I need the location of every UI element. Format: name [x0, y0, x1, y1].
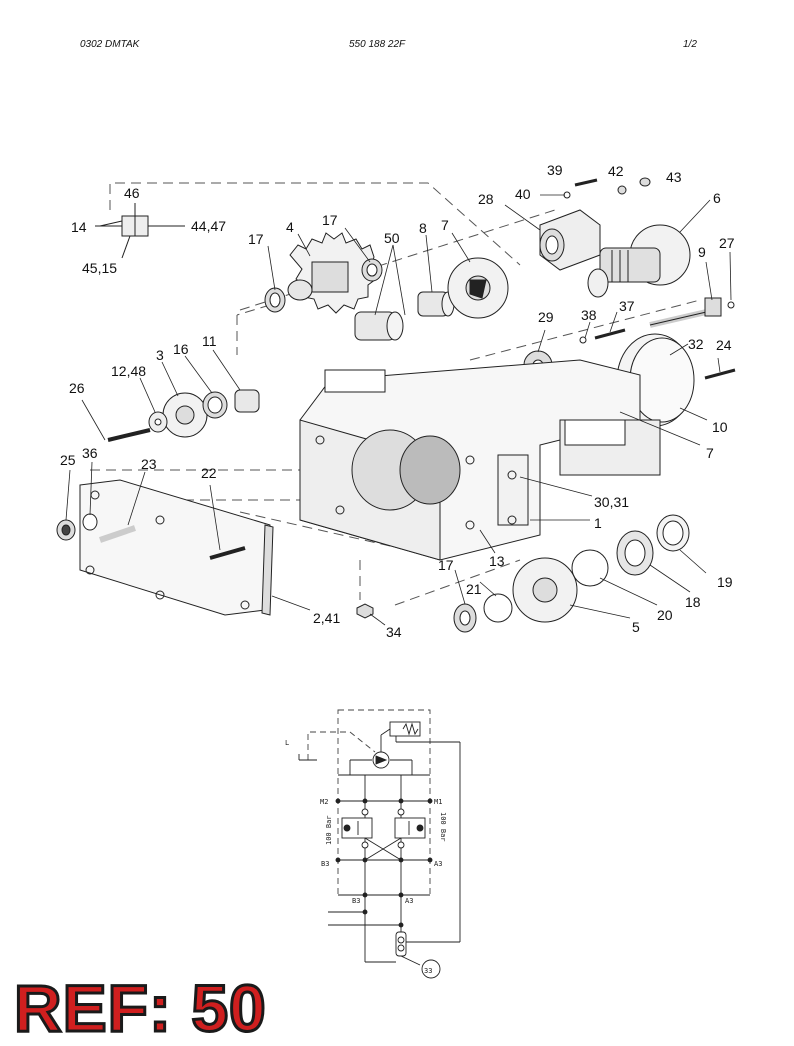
callout-18: 18	[685, 594, 701, 610]
bolt-part-9	[579, 297, 735, 344]
callout-17b: 17	[322, 212, 338, 228]
callout-5: 5	[632, 619, 640, 635]
gear-part-4	[264, 232, 383, 314]
ref-stamp: REF: 50	[13, 971, 268, 1045]
callout-21: 21	[466, 581, 482, 597]
shaft-part-6	[587, 224, 691, 298]
callout-16: 16	[173, 341, 189, 357]
header-page-number: 1/2	[683, 39, 697, 50]
callout-40: 40	[515, 186, 531, 202]
header-left: 0302 DMTAK	[80, 39, 140, 50]
callout-7a: 7	[441, 217, 449, 233]
callout-14: 14	[71, 219, 87, 235]
callout-26: 26	[69, 380, 85, 396]
callout-45-15: 45,15	[82, 260, 117, 276]
schematic-labels: L M2 M1 100 Bar 100 Bar B3 A3 B3 A3 33	[285, 739, 447, 975]
header-part-number: 550 188 22F	[349, 39, 406, 50]
schem-label-b3-bottom: B3	[352, 897, 360, 905]
callout-17c: 17	[438, 557, 454, 573]
callout-3: 3	[156, 347, 164, 363]
callout-36: 36	[82, 445, 98, 461]
callout-28: 28	[478, 191, 494, 207]
housing-part-1	[299, 359, 661, 561]
callout-13: 13	[489, 553, 505, 569]
callout-4: 4	[286, 219, 294, 235]
hydraulic-schematic	[298, 709, 461, 979]
schem-label-m1: M1	[434, 798, 442, 806]
schem-label-33: 33	[424, 967, 432, 975]
gear-part-5	[356, 514, 690, 633]
callout-10: 10	[712, 419, 728, 435]
callout-9: 9	[698, 244, 706, 260]
callout-27: 27	[719, 235, 735, 251]
callout-44-47: 44,47	[191, 218, 226, 234]
callout-7b: 7	[706, 445, 714, 461]
schem-label-m2: M2	[320, 798, 328, 806]
callout-23: 23	[141, 456, 157, 472]
callout-38: 38	[581, 307, 597, 323]
schem-label-b3-top: B3	[321, 860, 329, 868]
schem-label-a3-bottom: A3	[405, 897, 413, 905]
callout-37: 37	[619, 298, 635, 314]
side-plate-part-2	[56, 479, 274, 616]
leader-lines	[65, 194, 732, 626]
callout-32: 32	[688, 336, 704, 352]
callout-19: 19	[717, 574, 733, 590]
callout-6: 6	[713, 190, 721, 206]
callout-12-48: 12,48	[111, 363, 146, 379]
gear-part-7	[447, 257, 509, 319]
schem-label-a3-top: A3	[434, 860, 442, 868]
callout-2-41: 2,41	[313, 610, 340, 626]
callout-25: 25	[60, 452, 76, 468]
callout-42: 42	[608, 163, 624, 179]
callout-24: 24	[716, 337, 732, 353]
callout-8: 8	[419, 220, 427, 236]
schem-label-l: L	[285, 739, 289, 747]
callout-11: 11	[202, 333, 217, 349]
callout-50: 50	[384, 230, 400, 246]
callout-43: 43	[666, 169, 682, 185]
callout-39: 39	[547, 162, 563, 178]
callout-46: 46	[124, 185, 140, 201]
callout-1: 1	[594, 515, 602, 531]
callout-20: 20	[657, 607, 673, 623]
callout-29: 29	[538, 309, 554, 325]
schem-label-bar-left: 100 Bar	[325, 815, 333, 845]
gear-part-3	[107, 389, 260, 442]
connector-part	[95, 203, 185, 259]
callout-labels: 46 14 44,47 45,15 17 4 17 50 8 7 39 42 4…	[60, 162, 735, 640]
callout-30-31: 30,31	[594, 494, 629, 510]
schem-label-bar-right: 100 Bar	[439, 812, 447, 842]
sleeve-parts	[354, 291, 455, 341]
callout-34: 34	[386, 624, 402, 640]
callout-17a: 17	[248, 231, 264, 247]
motor-part-28	[539, 177, 651, 271]
callout-22: 22	[201, 465, 217, 481]
